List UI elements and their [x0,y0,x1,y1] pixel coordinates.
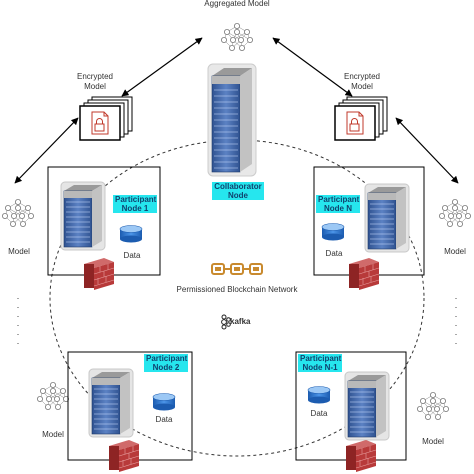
model-bottom-left-neural-network-icon [37,381,69,411]
aggregated-model-label: Aggregated Model [204,0,270,8]
blockchain-network-ring [49,139,425,457]
participant-n-server-icon [364,183,410,253]
arrow-aggregated-to-left-encrypted [121,37,203,97]
participant-node-1-label: Participant Node 1 [113,195,157,213]
encrypted-model-left-line1: Encrypted [76,72,114,81]
permissioned-blockchain-network-label: Permissioned Blockchain Network [176,285,298,294]
participant-node-n-1-line1: Participant [300,354,342,363]
participant-node-n-1-label: Participant Node N-1 [298,354,342,372]
participant-2-data-label: Data [155,415,173,424]
participant-node-n-label: Participant Node N [316,195,360,213]
arrow-right-encrypted-to-model [395,117,459,184]
left-ellipsis-dot: . [16,309,20,319]
right-ellipsis-dot: . [454,336,458,346]
encrypted-model-right-line1: Encrypted [343,72,381,81]
participant-node-2-line1: Participant [146,354,188,363]
participant-1-server-icon [60,181,106,251]
left-ellipsis-dot: . [16,291,20,301]
participant-node-2-line2: Node 2 [152,363,180,372]
encrypted-document-left-icon [79,96,133,141]
left-ellipsis-dot: . [16,336,20,346]
collaborator-node-line1: Collaborator [214,182,262,191]
kafka-icon [221,314,231,330]
blockchain-chain-icon [211,263,263,275]
participant-n-1-data-label: Data [310,409,328,418]
encrypted-document-right-icon [334,96,388,141]
participant-2-database-icon [152,393,176,411]
kafka-label: kafka [230,317,251,326]
right-ellipsis-dot: . [454,300,458,310]
model-bottom-right-label: Model [422,437,444,446]
right-ellipsis-dot: . [454,291,458,301]
participant-node-n-1-line2: Node N-1 [302,363,338,372]
encrypted-model-right-label: Encrypted Model [337,72,387,92]
right-ellipsis-dot: . [454,318,458,328]
participant-2-firewall-icon [108,439,140,473]
participant-1-data-label: Data [123,251,141,260]
participant-2-server-icon [88,368,134,438]
collaborator-node-line2: Node [228,191,248,200]
model-left-label: Model [8,247,30,256]
left-ellipsis-dot: . [16,300,20,310]
arrow-aggregated-to-right-encrypted [272,37,353,97]
collaborator-node-label: Collaborator Node [212,182,264,200]
right-ellipsis: . . . . . . [452,292,460,346]
participant-n-1-server-icon [344,371,390,441]
encrypted-model-left-line2: Model [84,82,106,91]
model-bottom-left-label: Model [42,430,64,439]
participant-1-database-icon [119,225,143,243]
participant-node-n-line1: Participant [318,195,360,204]
participant-n-database-icon [321,223,345,241]
arrow-left-encrypted-to-model [14,117,79,184]
participant-n-1-database-icon [307,386,331,404]
participant-node-1-line2: Node 1 [121,204,149,213]
left-ellipsis-dot: . [16,318,20,328]
aggregated-neural-network-icon [220,22,254,51]
participant-n-data-label: Data [325,249,343,258]
encrypted-model-left-label: Encrypted Model [70,72,120,92]
model-bottom-right-neural-network-icon [416,391,450,421]
collaborator-server-icon [207,63,257,177]
model-left-neural-network-icon [1,198,34,228]
participant-n-1-firewall-icon [345,439,377,473]
participant-node-1-line1: Participant [115,195,157,204]
participant-n-firewall-icon [348,257,380,291]
right-ellipsis-dot: . [454,327,458,337]
participant-1-firewall-icon [83,257,115,291]
encrypted-model-right-line2: Model [351,82,373,91]
right-ellipsis-dot: . [454,309,458,319]
left-ellipsis-dot: . [16,327,20,337]
model-right-neural-network-icon [438,198,472,228]
left-ellipsis: . . . . . . [14,292,22,346]
participant-node-n-line2: Node N [324,204,352,213]
participant-node-2-label: Participant Node 2 [144,354,188,372]
model-right-label: Model [444,247,466,256]
